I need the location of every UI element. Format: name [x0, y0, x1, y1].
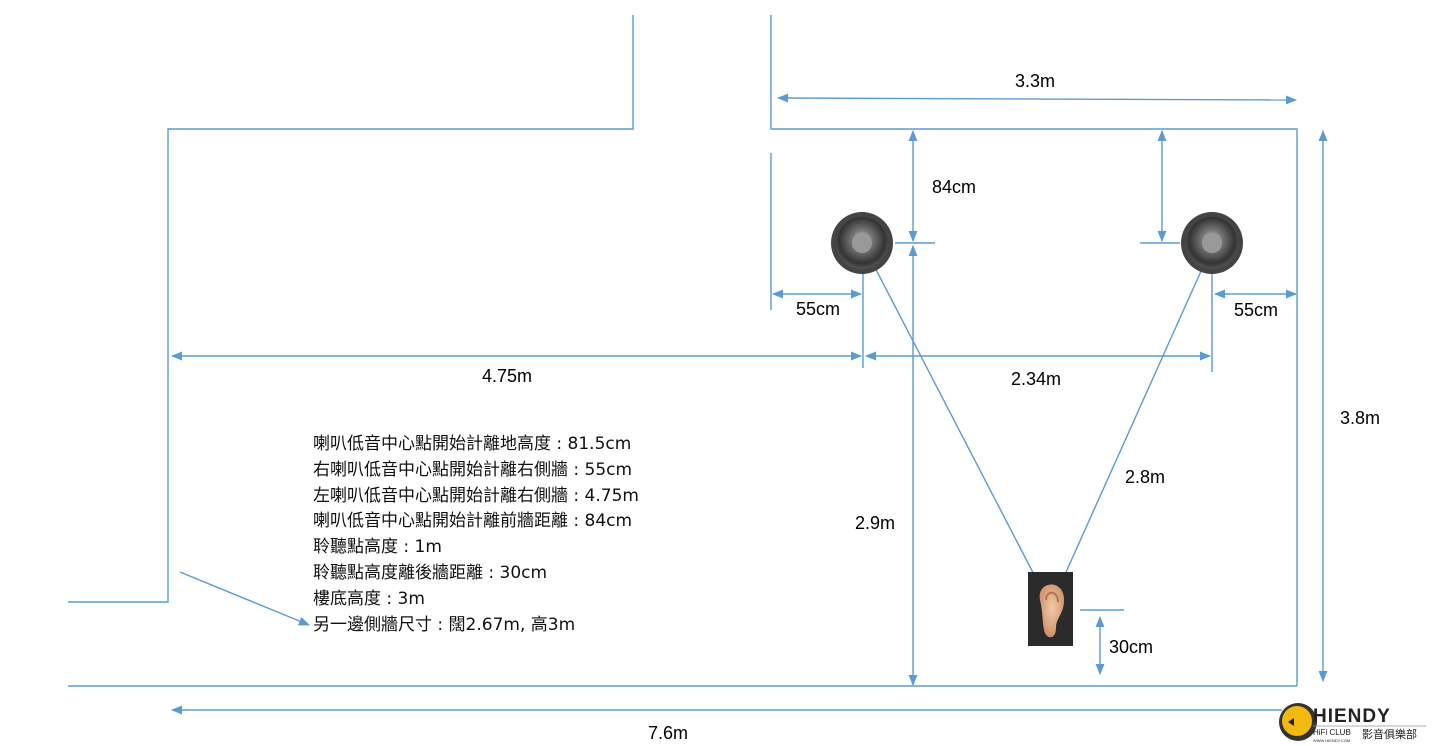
listener-ear-icon: [1028, 572, 1073, 646]
spacing-label: 2.34m: [1011, 369, 1061, 389]
svg-text:影音俱樂部: 影音俱樂部: [1362, 727, 1417, 741]
svg-text:HiFi CLUB: HiFi CLUB: [1313, 728, 1351, 737]
walls: [68, 15, 1298, 687]
svg-text:WWW.HIENDY.COM: WWW.HIENDY.COM: [1313, 738, 1350, 743]
hiendy-logo: HIENDY HiFi CLUB WWW.HIENDY.COM 影音俱樂部: [1279, 703, 1426, 743]
back-wall-label: 30cm: [1109, 637, 1153, 657]
left-side-label: 55cm: [796, 299, 840, 319]
note-line: 聆聽點高度 : 1m: [313, 537, 442, 558]
right-side-label: 55cm: [1234, 300, 1278, 320]
note-line: 右喇叭低音中心點開始計離右側牆 : 55cm: [313, 459, 633, 480]
right-speaker-icon: [1181, 212, 1243, 274]
note-line: 喇叭低音中心點開始計離地高度 : 81.5cm: [313, 434, 632, 454]
note-line: 另一邊側牆尺寸 : 闊2.67m, 高3m: [313, 614, 576, 635]
total-length-label: 7.6m: [648, 723, 688, 743]
room-width-label: 3.3m: [1015, 71, 1055, 91]
note-line: 聆聽點高度離後牆距離 : 30cm: [313, 562, 548, 583]
dimension-lines: [170, 93, 1328, 715]
speaker-listener-label: 2.8m: [1125, 467, 1165, 487]
note-line: 喇叭低音中心點開始計離前牆距離 : 84cm: [313, 511, 633, 532]
left-speaker-icon: [831, 212, 893, 274]
far-wall-label: 4.75m: [482, 366, 532, 386]
svg-text:HIENDY: HIENDY: [1313, 706, 1391, 727]
listener-distance-label: 2.9m: [855, 513, 895, 533]
note-line: 樓底高度 : 3m: [313, 588, 425, 609]
note-line: 左喇叭低音中心點開始計離右側牆 : 4.75m: [313, 485, 639, 506]
notes-block: 喇叭低音中心點開始計離地高度 : 81.5cm 右喇叭低音中心點開始計離右側牆 …: [313, 432, 639, 638]
front-wall-label: 84cm: [932, 177, 976, 197]
room-depth-label: 3.8m: [1340, 408, 1380, 428]
